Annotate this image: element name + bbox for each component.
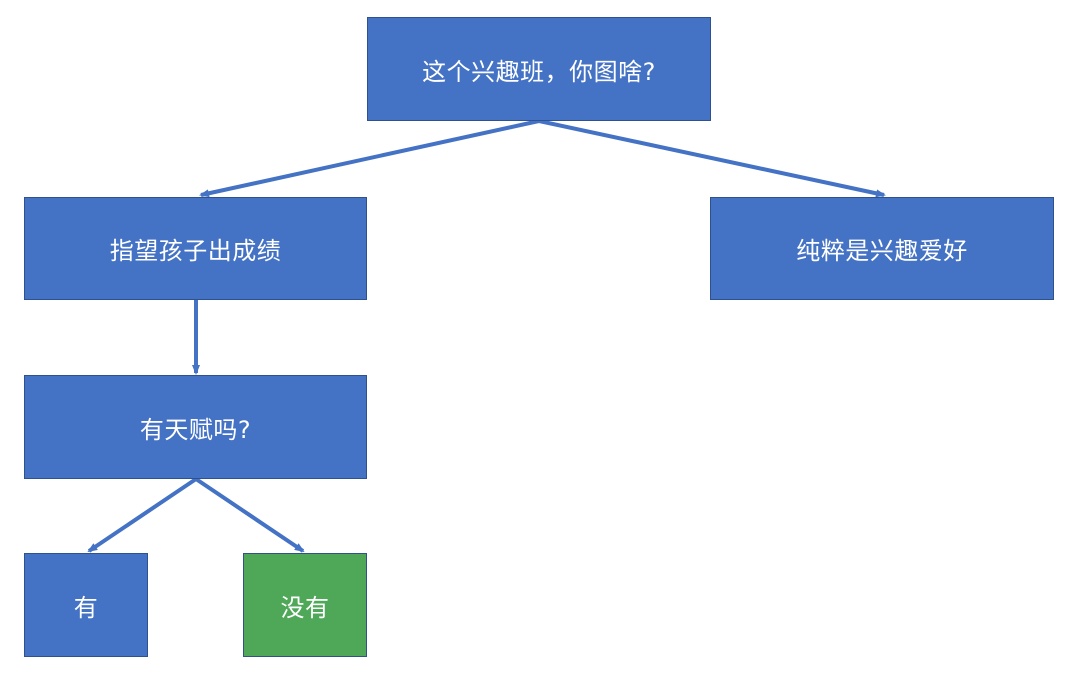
node-pure-hobby: 纯粹是兴趣爱好	[710, 197, 1054, 300]
node-root-question: 这个兴趣班，你图啥?	[367, 17, 711, 121]
node-yes: 有	[24, 553, 148, 657]
edge-root-to-expect-results	[199, 119, 540, 198]
edge-talent-to-yes	[87, 477, 198, 553]
edge-root-to-pure-hobby	[538, 119, 886, 198]
edge-talent-to-no	[194, 477, 305, 553]
node-talent-question: 有天赋吗?	[24, 375, 367, 479]
node-expect-results: 指望孩子出成绩	[24, 197, 367, 300]
node-no: 没有	[243, 553, 367, 657]
